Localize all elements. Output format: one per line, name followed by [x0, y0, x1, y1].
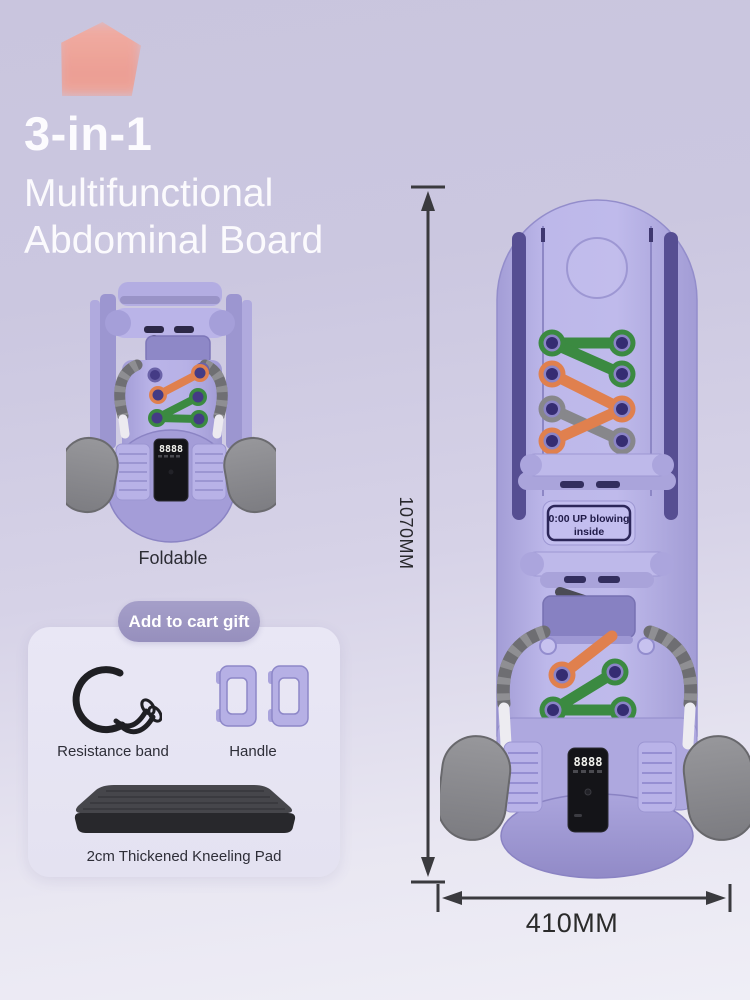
lower-anchor-holes: [539, 658, 637, 724]
folded-stand-plate: [542, 595, 636, 644]
folded-counter-display: 8888: [153, 438, 189, 502]
roller-bar-lower: [520, 551, 674, 588]
main-counter-digits: 8888: [574, 755, 603, 769]
width-dimension-label: 410MM: [525, 908, 619, 938]
board-label-plate: 0:00 UP blowing inside: [542, 500, 636, 546]
plate-label-line-1: 0:00 UP blowing: [549, 513, 630, 525]
height-dimension-arrow: [411, 185, 445, 884]
foldable-caption: Foldable: [138, 548, 208, 568]
folded-counter-digits: 8888: [159, 444, 183, 455]
resistance-band-label: Resistance band: [57, 743, 169, 760]
width-dimension-arrow: [436, 884, 732, 912]
page-title: 3-in-1: [24, 107, 153, 160]
roller-bar-upper: [518, 453, 676, 490]
height-dimension-label: 1070MM: [396, 496, 416, 570]
gift-card: Resistance band Handle 2cm Thickened Kne…: [28, 627, 340, 877]
resistance-band-icon: [72, 666, 162, 735]
folded-elbow-pads: [66, 436, 276, 514]
handle-icon: [216, 665, 309, 727]
main-board-illustration: 0:00 UP blowing inside: [440, 199, 750, 879]
folded-board-illustration: 8888: [66, 282, 276, 543]
flex-handles: [496, 625, 698, 750]
folded-band-holes: [147, 362, 210, 428]
handle-label: Handle: [229, 743, 277, 760]
kneeling-pad-label: 2cm Thickened Kneeling Pad: [86, 848, 282, 865]
main-counter-display: 8888: [567, 747, 609, 833]
kneeling-pad-icon: [74, 785, 296, 833]
subtitle-line-1: Multifunctional: [24, 172, 274, 215]
gift-badge: Add to cart gift: [118, 601, 260, 642]
page-subtitle: Multifunctional Abdominal Board: [24, 170, 323, 264]
folded-knee-pads: [115, 443, 227, 501]
plate-label-line-2: inside: [574, 526, 605, 538]
band-anchor-holes: [538, 329, 636, 455]
main-elbow-pads: [440, 735, 750, 841]
main-knee-pads: [503, 741, 677, 813]
brand-logo-icon: [61, 22, 141, 96]
subtitle-line-2: Abdominal Board: [24, 219, 324, 262]
